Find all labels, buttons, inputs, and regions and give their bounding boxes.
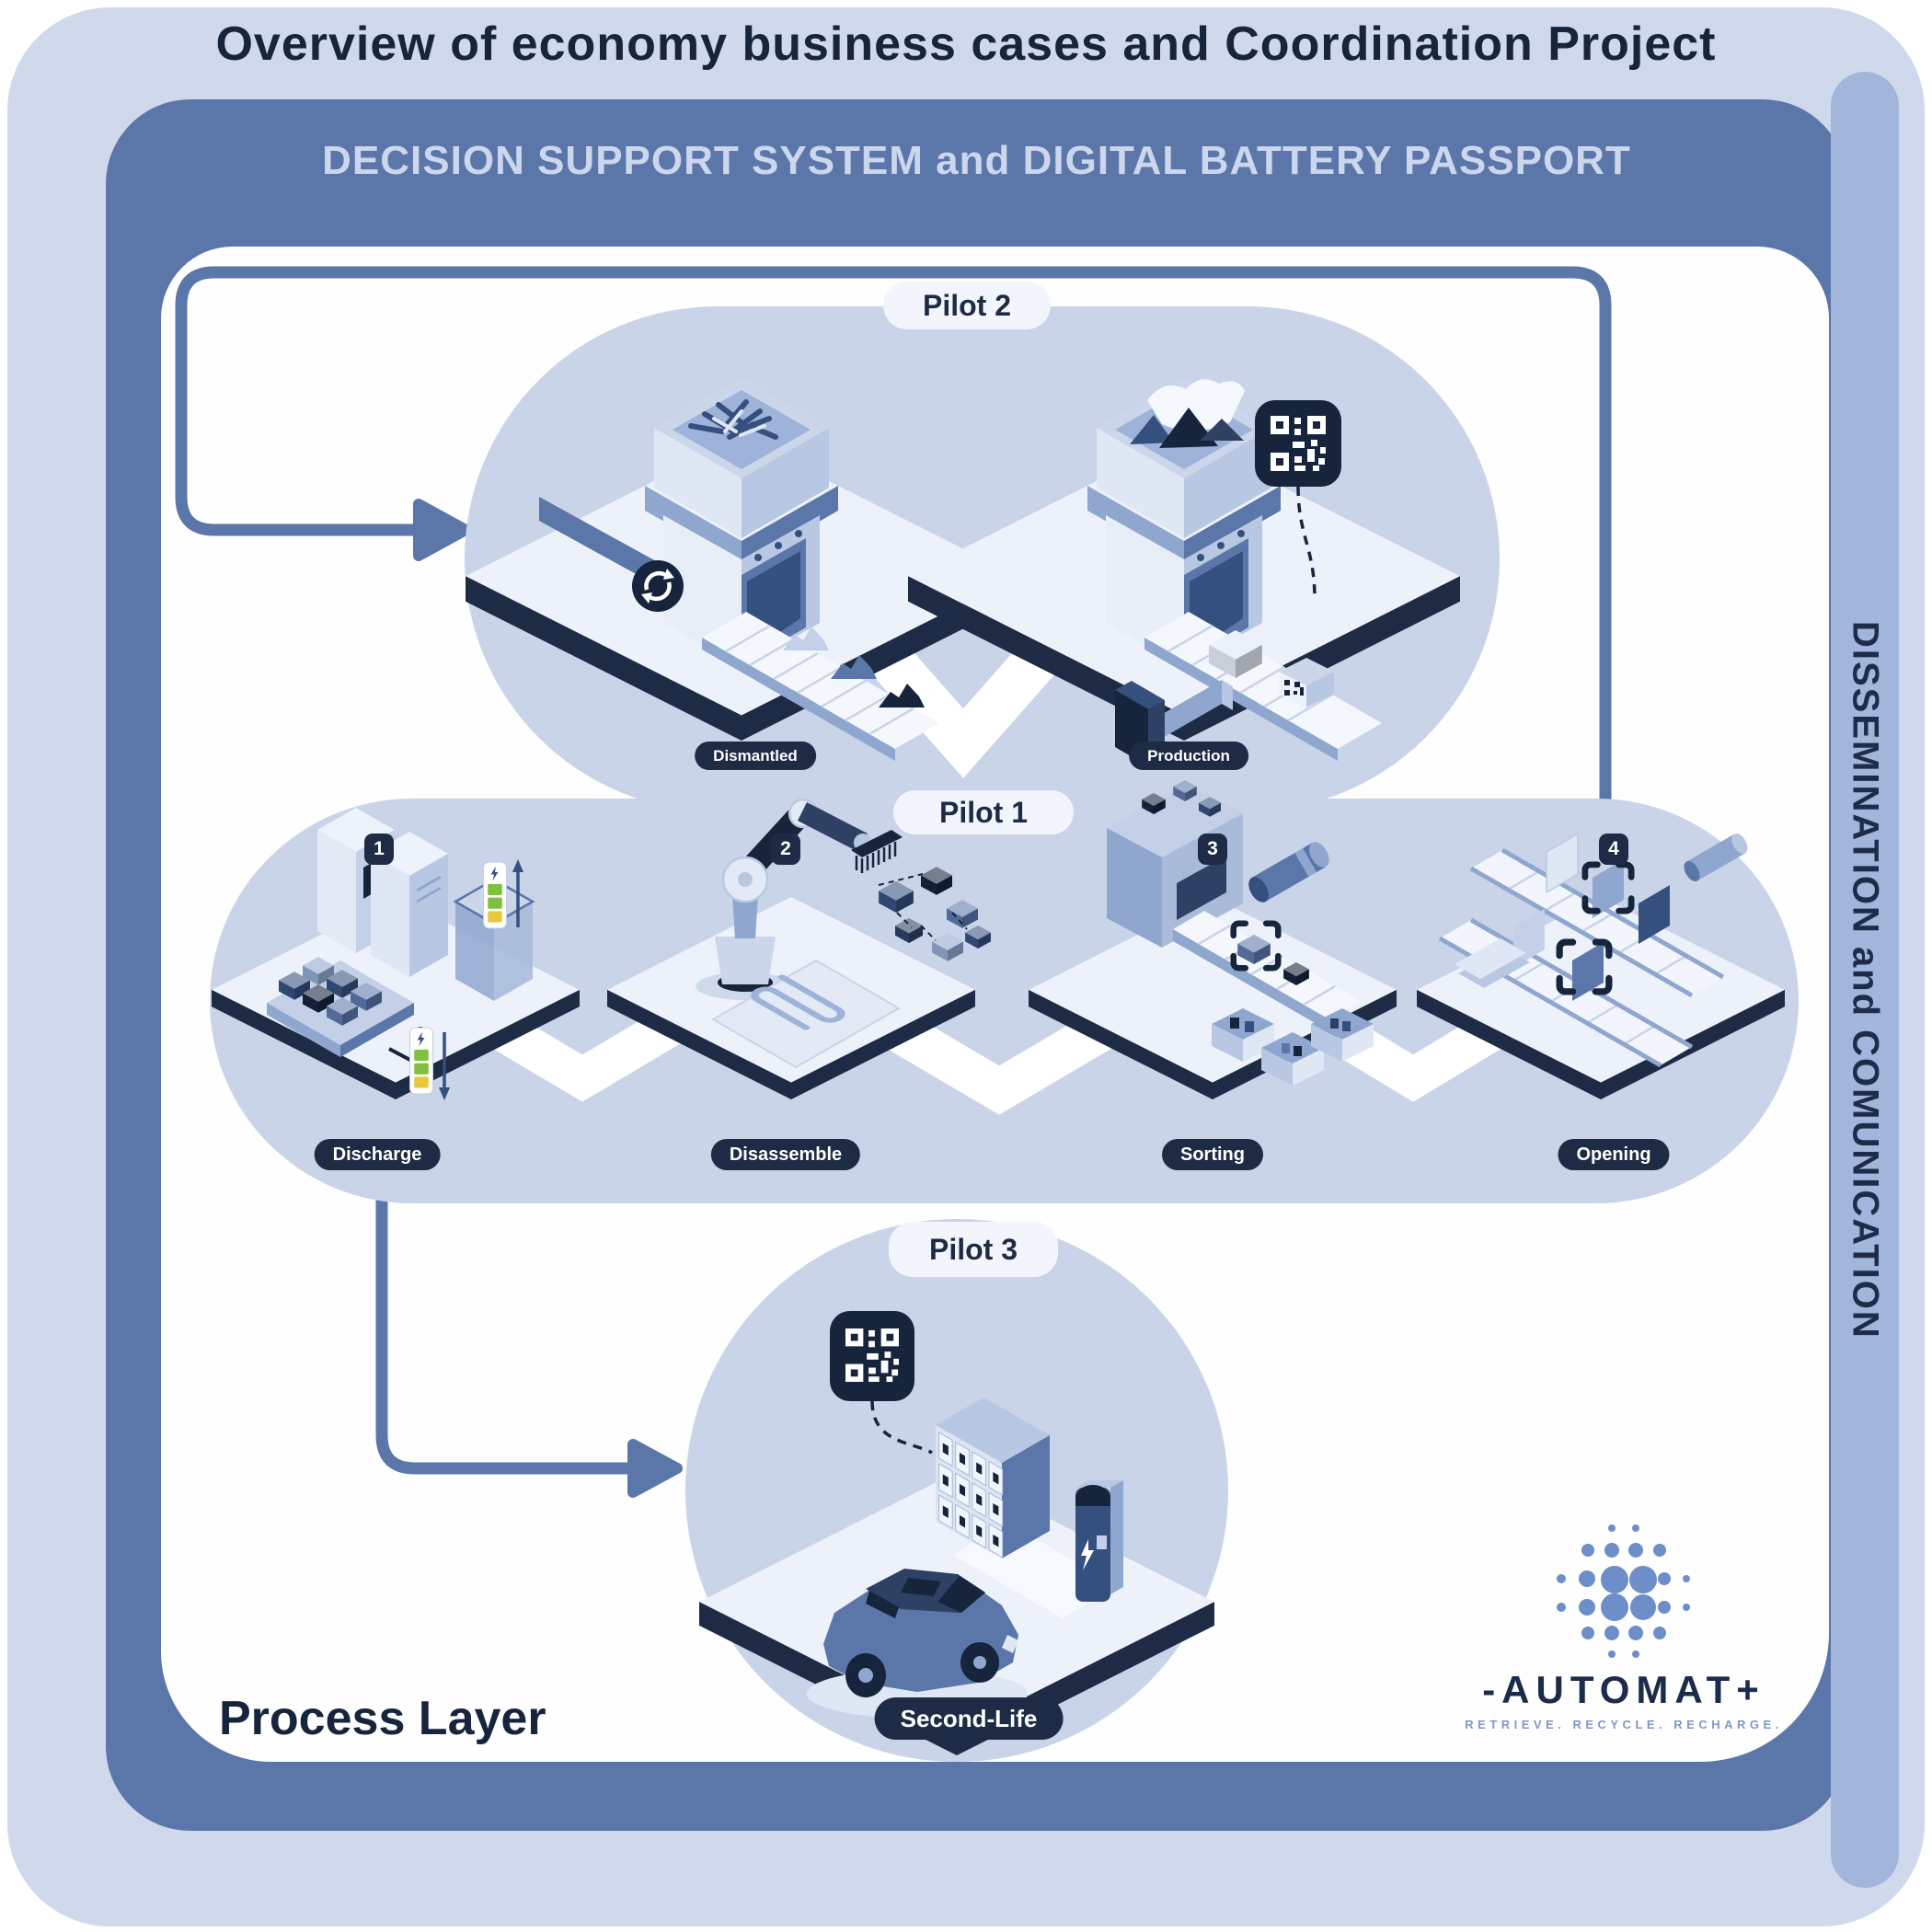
station-label-opening: Opening: [1558, 1139, 1670, 1170]
ore-mound: [1200, 419, 1244, 441]
station-number-badge: 1: [364, 834, 394, 865]
material-pile: [783, 627, 829, 650]
charging-station: [1075, 1480, 1123, 1602]
exploded-modules: [878, 867, 991, 961]
ore-mound: [1130, 415, 1174, 444]
flow-arrow-icon: [413, 499, 471, 561]
module-table: [267, 957, 414, 1057]
sorting-bins: [1212, 1008, 1374, 1086]
battery-pack-plate: [710, 959, 902, 1069]
station-label-sorting: Sorting: [1162, 1139, 1263, 1170]
pilot2-ribbon: [870, 642, 1056, 778]
headlight: [1002, 1635, 1018, 1653]
pilot2-name: Pilot 2: [922, 288, 1011, 322]
pilot2-dismantled-illustration: [466, 377, 1018, 761]
automat-wordmark: -AUTOMAT+: [1482, 1668, 1765, 1711]
automat-tagline: RETRIEVE. RECYCLE. RECHARGE.: [1465, 1718, 1783, 1731]
pilot3-pill: Pilot 3: [889, 1222, 1058, 1277]
qr-code-icon: [1255, 400, 1341, 487]
battery-level-icon: [409, 1027, 450, 1100]
page-title: Overview of economy business cases and C…: [215, 17, 1717, 71]
station-number-badge: 3: [1198, 834, 1227, 865]
pilot1-opening-illustration: [1417, 832, 1785, 1099]
pilot3-secondlife-illustration: [699, 1311, 1214, 1755]
battery-cell-cylinder: [1684, 834, 1748, 881]
lightning-icon: [1081, 1539, 1094, 1570]
furnace-machine: [1087, 377, 1382, 766]
material-pile: [831, 655, 877, 679]
dissemination-band: DISSEMINATION and COMUNICATION: [1831, 72, 1899, 1888]
battery-cell-cylinder: [1248, 842, 1329, 903]
pilot2-production-illustration: [908, 377, 1460, 766]
station-label-disassemble: Disassemble: [710, 1139, 861, 1170]
battery-level-icon: [483, 859, 523, 929]
pilot1-name: Pilot 1: [938, 795, 1028, 829]
process-layer-label: Process Layer: [219, 1692, 546, 1745]
pilot1-discharge-illustration: [212, 808, 580, 1100]
connector-pilot1-to-pilot3: [375, 1196, 683, 1498]
qr-code-icon: [830, 1311, 914, 1401]
material-pile: [879, 684, 925, 707]
battery-module-qr: [1279, 658, 1334, 707]
car: [807, 1569, 1028, 1719]
test-chamber: [453, 878, 535, 1001]
dissemination-band-label: DISSEMINATION and COMUNICATION: [1845, 620, 1886, 1340]
conveyor-rail: [1469, 847, 1725, 998]
shredded-material: [688, 399, 778, 440]
loop-connector-pilot1-to-pilot2: [175, 266, 1612, 810]
flow-arrow-icon: [627, 1439, 683, 1498]
pilot1-pill: Pilot 1: [893, 790, 1074, 834]
automat-logo: -AUTOMAT+ RETRIEVE. RECYCLE. RECHARGE.: [1454, 1523, 1794, 1731]
pilot2-pill: Pilot 2: [883, 282, 1051, 329]
conveyor-belt: [702, 612, 939, 761]
pilot1-sorting-illustration: [1029, 780, 1397, 1099]
shredder-machine: [539, 377, 939, 761]
station-number-badge: 2: [771, 834, 800, 865]
station-label-dismantled: Dismantled: [695, 742, 816, 770]
station-label-second-life: Second-Life: [874, 1697, 1064, 1740]
locker-rack: [936, 1397, 1050, 1558]
conveyor-belt: [1144, 612, 1382, 761]
conveyor-belt: [1173, 911, 1361, 1031]
station-label-discharge: Discharge: [314, 1139, 441, 1170]
frame-header: DECISION SUPPORT SYSTEM and DIGITAL BATT…: [322, 138, 1631, 183]
pilot3-name: Pilot 3: [928, 1232, 1018, 1266]
station-number-badge: 4: [1599, 834, 1628, 865]
station-label-production: Production: [1129, 742, 1248, 770]
smelt-glow: [1147, 379, 1245, 431]
sheet-stack: [1455, 938, 1530, 988]
recycle-icon: [632, 560, 684, 612]
automat-logo-dots: [1557, 1524, 1690, 1658]
pouch-cells: [1513, 832, 1670, 1001]
